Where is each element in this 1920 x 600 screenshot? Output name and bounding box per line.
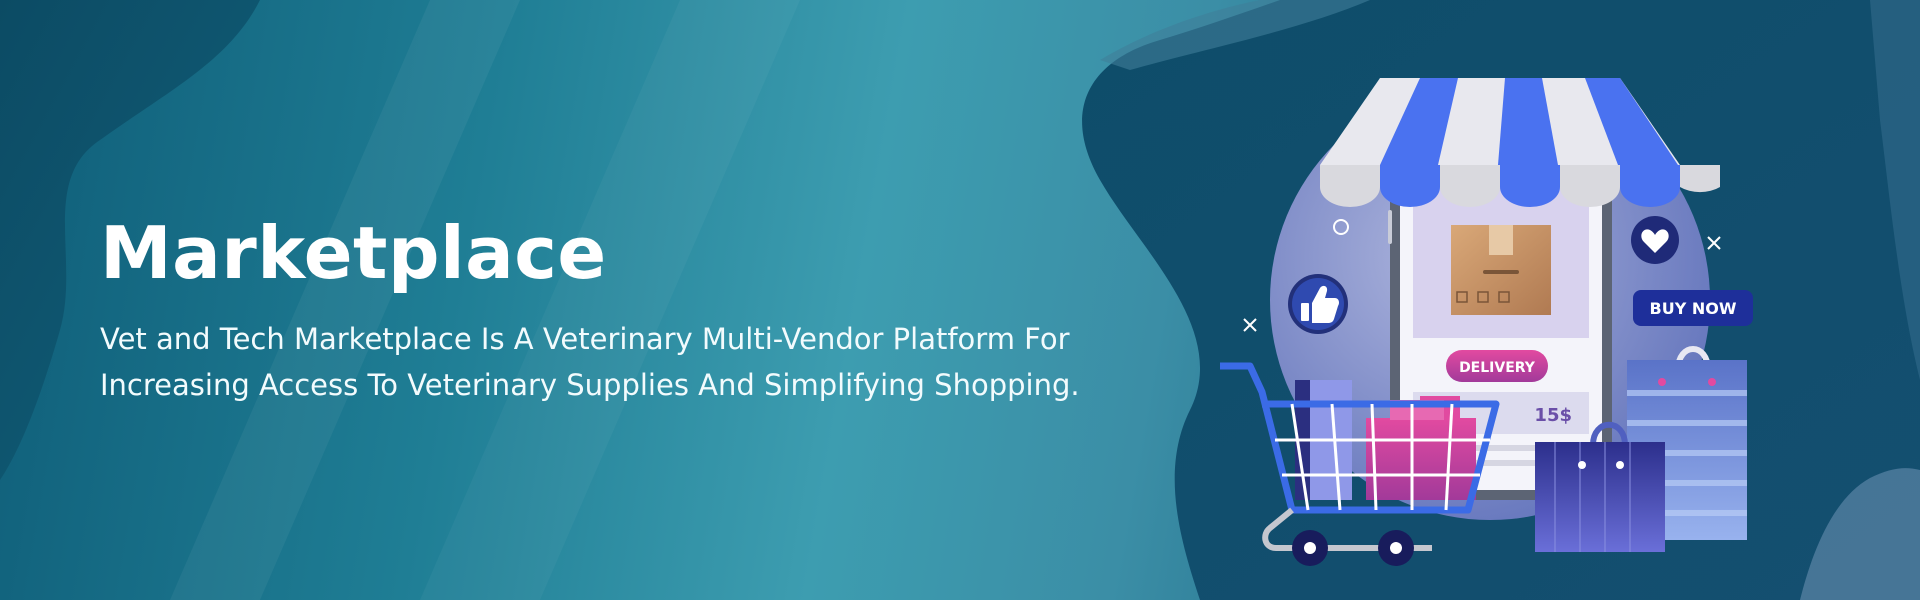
- diagonal-sheen-1: [170, 0, 520, 600]
- corner-blob: [1800, 468, 1920, 600]
- buy-now-label: BUY NOW: [1650, 299, 1737, 318]
- left-blob: [0, 0, 260, 480]
- hero-copy: Marketplace Vet and Tech Marketplace Is …: [100, 212, 1120, 408]
- sparkle-circle: [1333, 219, 1349, 235]
- heart-icon: [1631, 216, 1679, 264]
- product-card: [1413, 188, 1589, 338]
- sparkle-x-right: [1707, 236, 1721, 250]
- thumbs-up-icon: [1288, 274, 1348, 334]
- shopping-cart-icon: [1220, 362, 1500, 566]
- sparkle-x-left: [1243, 318, 1257, 332]
- page-title: Marketplace: [100, 211, 607, 295]
- right-edge-band: [1870, 0, 1920, 380]
- diagonal-sheen-2: [420, 0, 800, 600]
- storefront-awning-icon: [1320, 78, 1720, 207]
- package-box-icon: [1451, 225, 1551, 315]
- shopping-bag-icon-small: [1535, 421, 1665, 552]
- price-label: 15$: [1534, 405, 1572, 426]
- delivery-label: DELIVERY: [1459, 360, 1536, 376]
- delivery-badge: DELIVERY: [1446, 350, 1548, 382]
- light-band: [1100, 0, 1370, 70]
- buy-now-button: BUY NOW: [1633, 290, 1753, 326]
- page-description: Vet and Tech Marketplace Is A Veterinary…: [100, 322, 1080, 402]
- shop-illustration: DELIVERY 15$: [1220, 78, 1753, 566]
